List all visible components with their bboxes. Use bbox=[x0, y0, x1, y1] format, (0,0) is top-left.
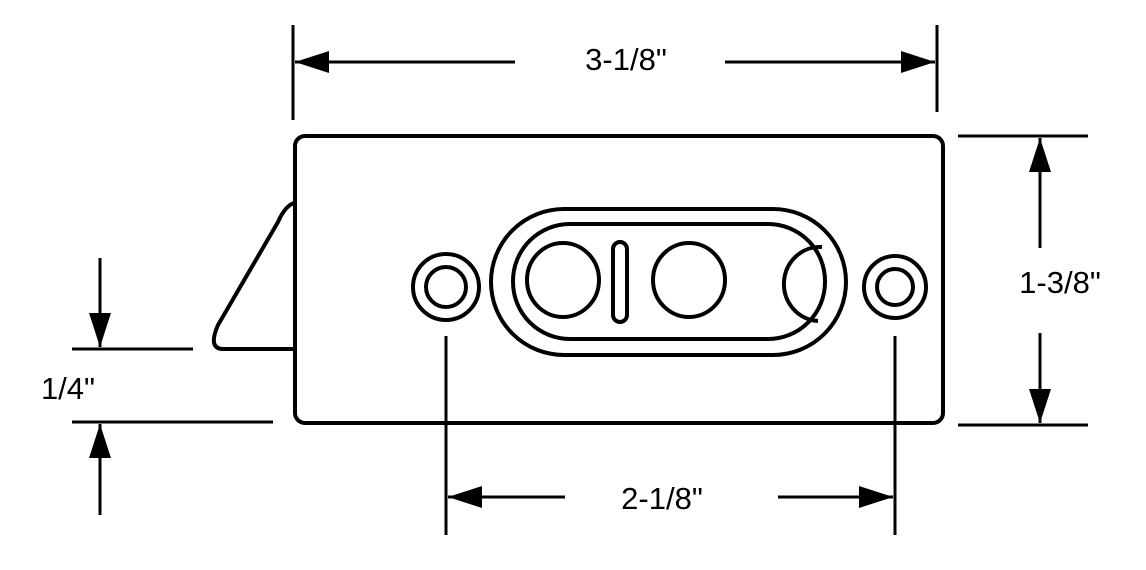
dimension-hole-spacing: 2-1/8" bbox=[444, 336, 897, 535]
button-hole-3 bbox=[781, 244, 823, 323]
dimension-height: 1-3/8" bbox=[958, 134, 1101, 427]
label-overall-width: 3-1/8" bbox=[585, 42, 667, 77]
slot-divider bbox=[611, 240, 629, 324]
button-hole-1 bbox=[525, 241, 601, 319]
inner-slot bbox=[511, 222, 827, 341]
dimension-latch-offset: 1/4" bbox=[41, 258, 273, 515]
outer-slot bbox=[489, 207, 848, 357]
button-hole-2 bbox=[651, 241, 727, 319]
label-latch-offset: 1/4" bbox=[41, 371, 95, 406]
dimension-overall-width: 3-1/8" bbox=[291, 25, 939, 120]
latch-tongue bbox=[211, 201, 295, 351]
label-height: 1-3/8" bbox=[1019, 265, 1101, 300]
latch-body bbox=[211, 134, 945, 425]
right-mounting-hole bbox=[862, 254, 928, 320]
label-hole-spacing: 2-1/8" bbox=[621, 481, 703, 516]
left-mounting-hole bbox=[411, 252, 481, 322]
